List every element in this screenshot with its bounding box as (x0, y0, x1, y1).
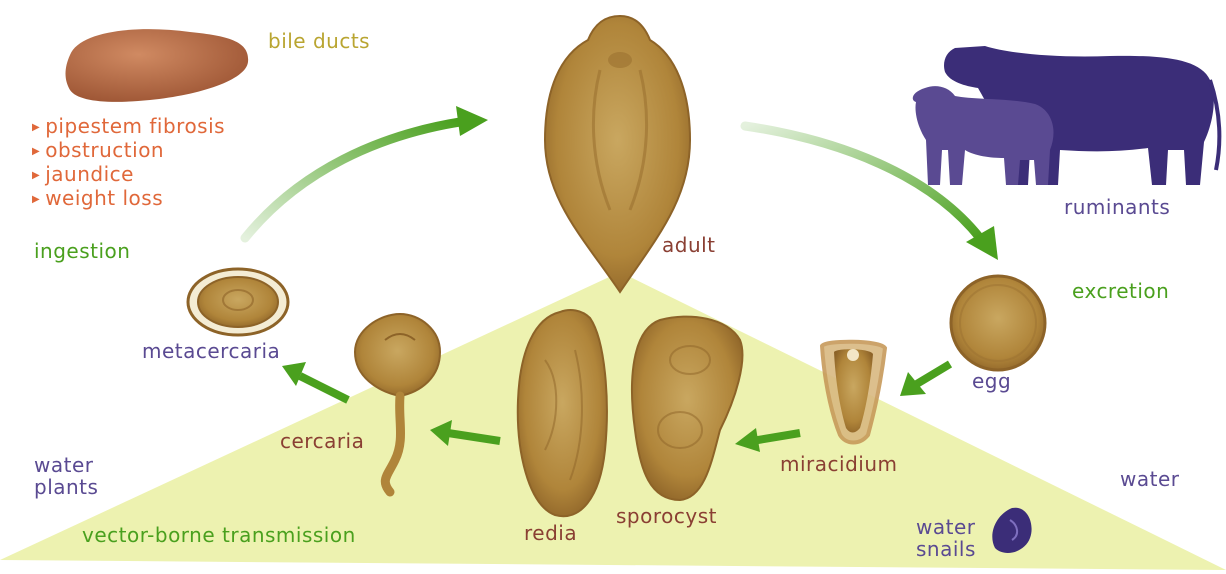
symptom-list: ▶pipestem fibrosis ▶obstruction ▶jaundic… (32, 115, 225, 211)
label-water-snails-line1: water (916, 516, 976, 538)
symptom-item: ▶jaundice (32, 163, 225, 187)
label-cercaria: cercaria (280, 430, 364, 452)
label-water-snails-line2: snails (916, 538, 976, 560)
label-adult: adult (662, 234, 716, 256)
label-bile-ducts: bile ducts (268, 30, 370, 52)
label-redia: redia (524, 522, 577, 544)
label-water-plants: water plants (34, 454, 98, 498)
symptom-item: ▶weight loss (32, 187, 225, 211)
label-water-plants-line1: water (34, 454, 98, 476)
label-excretion: excretion (1072, 280, 1169, 302)
label-metacercaria: metacercaria (142, 340, 280, 362)
egg-specimen (951, 276, 1045, 370)
label-ruminants: ruminants (1064, 196, 1170, 218)
symptom-item: ▶pipestem fibrosis (32, 115, 225, 139)
label-vector-borne-transmission: vector-borne transmission (82, 524, 356, 546)
label-water-snails: water snails (916, 516, 976, 560)
redia-specimen (518, 310, 607, 516)
label-ingestion: ingestion (34, 240, 130, 262)
symptom-item: ▶obstruction (32, 139, 225, 163)
ingestion-arrow (245, 106, 488, 238)
liver-icon (66, 29, 249, 102)
label-water-plants-line2: plants (34, 476, 98, 498)
metacercaria-specimen (188, 269, 288, 335)
label-water: water (1120, 468, 1179, 490)
label-egg: egg (972, 370, 1011, 392)
label-miracidium: miracidium (780, 453, 897, 475)
arrow-egg-to-miracidium (900, 364, 950, 396)
label-sporocyst: sporocyst (616, 505, 717, 527)
arrow-cercaria-to-metacercaria (282, 362, 348, 400)
